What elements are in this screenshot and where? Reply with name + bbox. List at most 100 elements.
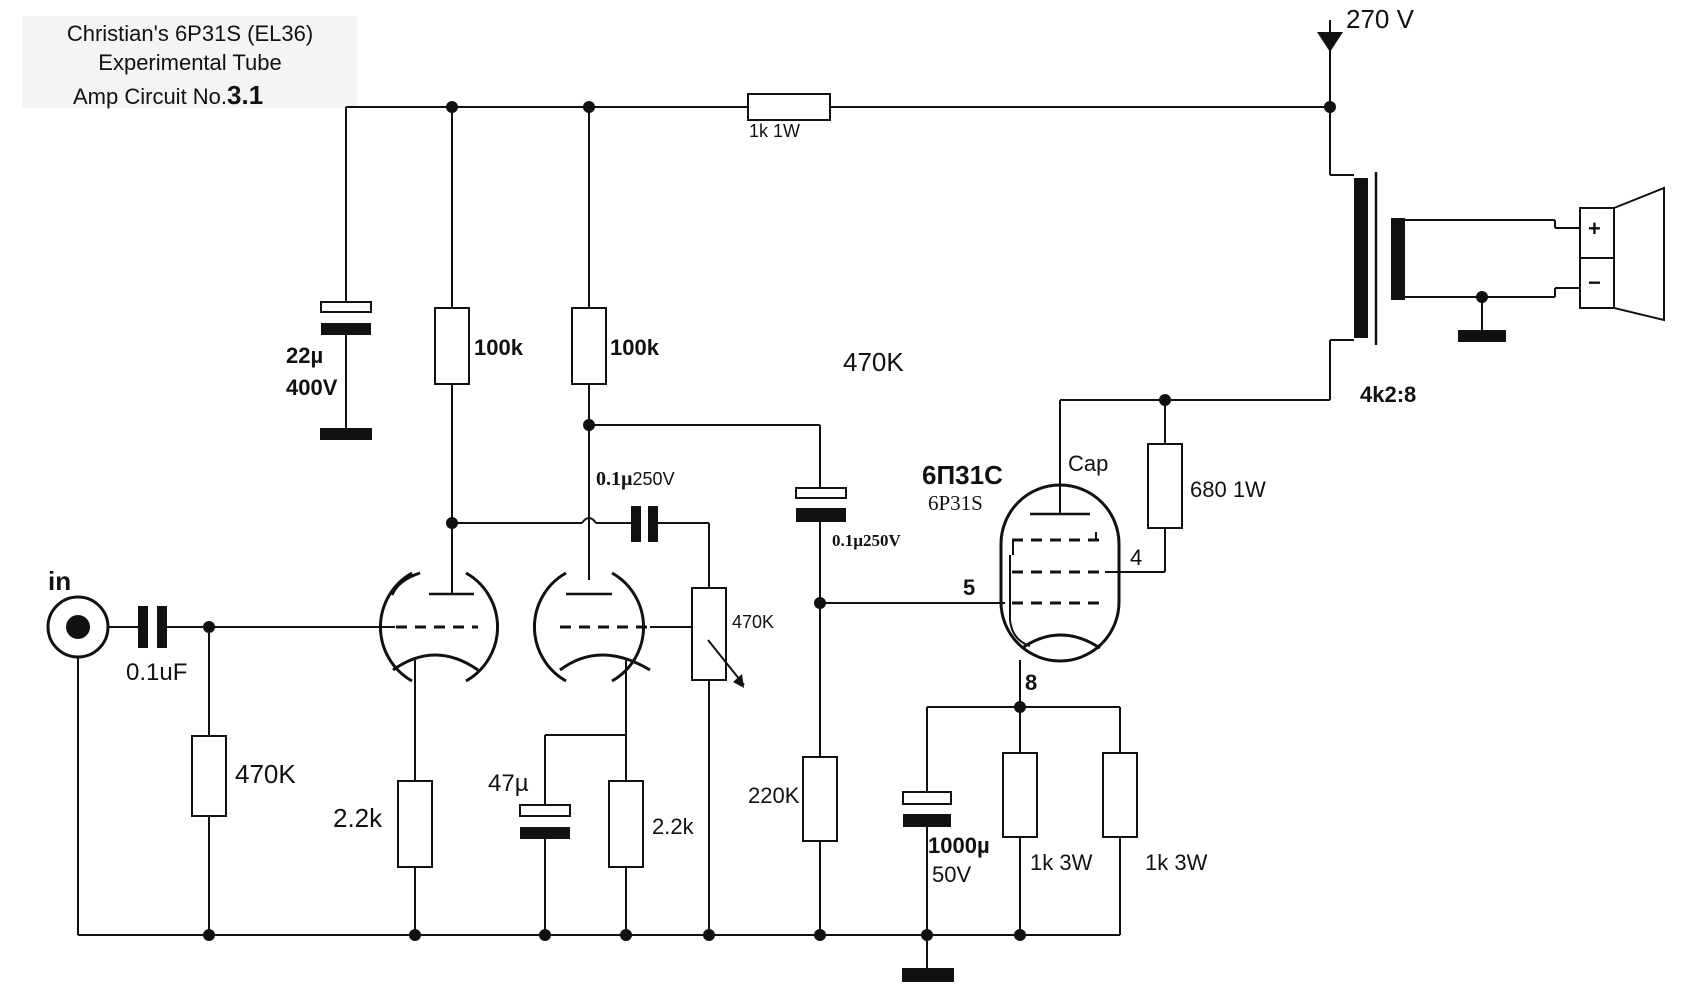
- plate-resistors: 100k 100k: [434, 107, 660, 523]
- title-line-1: Christian's 6P31S (EL36): [67, 21, 313, 46]
- junction-dot: [814, 929, 826, 941]
- supply-arrow-icon: [1317, 32, 1343, 52]
- power-tube-name-latin: 6P31S: [928, 491, 983, 515]
- stage2-plate-resistor-label: 100k: [610, 335, 660, 360]
- stage2-plate-output: 0.1µ250V: [589, 424, 902, 757]
- title-line-3-prefix: Amp Circuit No.: [73, 84, 227, 109]
- triode1-envelope-right: [465, 571, 500, 683]
- input-cap-plate-a: [138, 606, 148, 648]
- input-cap-plate-b: [157, 606, 167, 648]
- output-coupling-cap-plate-a: [795, 487, 847, 499]
- pin-screen-label: 4: [1130, 545, 1142, 570]
- output-coupling-cap-voltage: 250V: [863, 531, 902, 550]
- speaker-plus-label: +: [1588, 216, 1601, 241]
- input-grid-resistor-label: 470K: [235, 759, 296, 789]
- title-line-3: Amp Circuit No.3.1: [73, 80, 263, 110]
- pin-grid-label: 5: [963, 575, 975, 600]
- ground-icon: [320, 428, 372, 440]
- stage1-plate-wire: [446, 515, 631, 580]
- dropper-resistor-label: 1k 1W: [749, 121, 800, 141]
- stage1-plate-resistor-label: 100k: [474, 335, 524, 360]
- power-grid-resistor-body: [802, 756, 838, 842]
- power-bypass-cap-plate-negative: [903, 814, 951, 827]
- title-circuit-number: 3.1: [227, 80, 263, 110]
- input-label: in: [48, 566, 71, 596]
- speaker-cone-icon: [1613, 186, 1665, 322]
- volume-pot-body: [691, 587, 727, 681]
- transformer-primary-winding: [1354, 178, 1368, 338]
- filter-capacitor: 22µ 400V: [286, 107, 372, 440]
- power-cathode-network: 1000µ 50V 1k 3W 1k 3W: [902, 701, 1208, 982]
- b-plus-rail: 270 V 1k 1W: [346, 4, 1415, 175]
- power-bypass-cap-value: 1000µ: [928, 833, 990, 858]
- power-grid-resistor: 220K: [748, 602, 1005, 935]
- power-cathode-resistor-b: [1102, 752, 1138, 838]
- pin-cathode-label: 8: [1025, 670, 1037, 695]
- transformer-secondary-winding: [1391, 218, 1405, 300]
- dropper-resistor: [747, 93, 831, 121]
- ground-rail: [78, 929, 1120, 941]
- screen-resistor: 680 1W: [1060, 394, 1330, 572]
- ground-icon: [902, 968, 954, 982]
- power-tube-cap-label: Cap: [1068, 451, 1108, 476]
- junction-dot: [620, 929, 632, 941]
- filter-cap-voltage: 400V: [286, 375, 338, 400]
- triode1-cathode: [392, 653, 479, 672]
- screen-resistor-body: [1147, 443, 1183, 529]
- ground-icon: [1458, 330, 1506, 342]
- supply-voltage: 270 V: [1346, 4, 1415, 34]
- power-bypass-cap-plate-positive: [902, 791, 952, 805]
- wiper-arrow-icon: [733, 674, 744, 688]
- triode1-envelope-top-left: [390, 571, 421, 596]
- volume-pot-label: 470K: [732, 612, 774, 632]
- input-section: in 0.1uF 470K: [46, 566, 395, 935]
- interstage-coupling-cap: 0.1µ250V: [596, 468, 710, 588]
- junction-dot: [703, 929, 715, 941]
- title-background: [22, 16, 357, 108]
- power-grid-resistor-label: 220K: [748, 783, 800, 808]
- title-block: Christian's 6P31S (EL36) Experimental Tu…: [22, 16, 357, 110]
- title-line-2: Experimental Tube: [98, 50, 281, 75]
- power-tube-name-cyrillic: 6П31С: [922, 460, 1003, 490]
- volume-potentiometer: 470K: [650, 587, 774, 935]
- power-cathode-resistor-a-label: 1k 3W: [1030, 850, 1093, 875]
- interstage-cap-voltage: 250V: [633, 469, 675, 489]
- stage1-cathode-resistor-label: 2.2k: [333, 803, 383, 833]
- power-bypass-cap-voltage: 50V: [932, 862, 971, 887]
- output-coupling-cap-label: 0.1µ250V: [832, 531, 902, 550]
- pentode-cathode: [1021, 633, 1101, 650]
- power-cathode-resistor-a: [1002, 752, 1038, 838]
- junction-dot: [921, 929, 933, 941]
- stage2-cathode-resistor: [608, 780, 644, 868]
- input-cap-label: 0.1uF: [126, 659, 187, 686]
- power-pentode: 6П31С 6P31S Cap 5 4 8: [922, 400, 1165, 715]
- input-grid-resistor: [191, 735, 227, 817]
- output-transformer: 4k2:8: [1329, 172, 1580, 407]
- junction-dot: [1014, 929, 1026, 941]
- filter-cap-plate-positive: [320, 301, 372, 313]
- stage2-bypass-cap-plate-positive: [519, 804, 571, 817]
- output-coupling-cap-plate-b: [796, 508, 846, 522]
- interstage-cap-plate-b: [648, 506, 658, 542]
- floating-470k-label: 470K: [843, 347, 904, 377]
- stage1-cathode-resistor: [397, 780, 433, 868]
- triode2-cathode: [559, 653, 651, 672]
- speaker: + −: [1579, 186, 1665, 322]
- junction-dot: [203, 929, 215, 941]
- interstage-cap-label: 0.1µ250V: [596, 468, 675, 490]
- stage2-cathode-resistor-label: 2.2k: [652, 814, 695, 839]
- stage2-bypass-cap-label: 47µ: [488, 770, 529, 797]
- triode-stage1: 2.2k: [333, 523, 500, 935]
- junction-dot: [539, 929, 551, 941]
- power-cathode-resistor-b-label: 1k 3W: [1145, 850, 1208, 875]
- triode2-envelope-left: [532, 571, 567, 683]
- output-coupling-cap-value: 0.1µ: [832, 531, 863, 550]
- stage2-plate-resistor: [571, 307, 607, 385]
- junction-dot: [1324, 101, 1336, 113]
- junction-dot: [409, 929, 421, 941]
- filter-cap-plate-negative: [321, 323, 371, 335]
- input-jack-center: [66, 615, 90, 639]
- interstage-cap-value: 0.1µ: [596, 468, 633, 490]
- filter-cap-value: 22µ: [286, 343, 323, 368]
